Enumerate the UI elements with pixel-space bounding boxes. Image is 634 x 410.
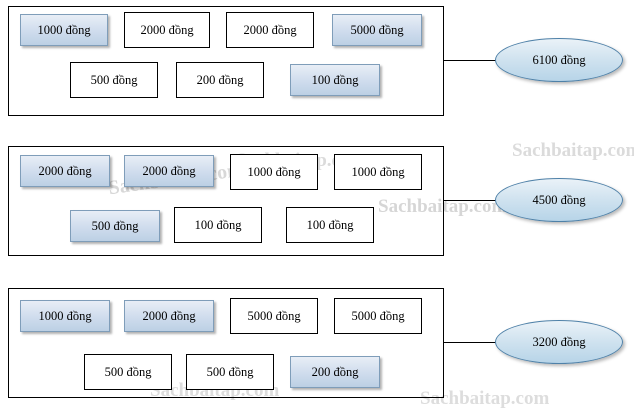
banknote-card: 2000 đồng <box>124 300 214 332</box>
watermark-text: Sachbaitap.com <box>512 140 634 161</box>
banknote-card: 1000 đồng <box>20 14 108 46</box>
money-group-box <box>8 288 444 398</box>
banknote-card: 200 đồng <box>290 356 380 388</box>
banknote-card: 5000 đồng <box>332 14 422 46</box>
banknote-card: 100 đồng <box>290 64 380 96</box>
total-amount-ellipse: 6100 đồng <box>495 38 623 82</box>
banknote-card: 1000 đồng <box>334 154 422 190</box>
banknote-card: 100 đồng <box>174 207 262 243</box>
connector-line <box>444 60 496 61</box>
money-group-box <box>8 146 444 256</box>
banknote-card: 200 đồng <box>176 62 264 98</box>
banknote-card: 2000 đồng <box>226 12 314 48</box>
banknote-card: 1000 đồng <box>20 300 110 332</box>
banknote-card: 500 đồng <box>70 210 160 242</box>
banknote-card: 500 đồng <box>84 354 172 390</box>
banknote-card: 500 đồng <box>70 62 158 98</box>
money-group-box <box>8 6 444 116</box>
banknote-card: 500 đồng <box>186 354 274 390</box>
connector-line <box>444 342 496 343</box>
connector-line <box>444 200 496 201</box>
banknote-card: 2000 đồng <box>124 12 210 48</box>
total-amount-ellipse: 4500 đồng <box>495 178 623 222</box>
total-amount-ellipse: 3200 đồng <box>495 320 623 364</box>
banknote-card: 1000 đồng <box>230 154 318 190</box>
banknote-card: 5000 đồng <box>230 298 318 334</box>
banknote-card: 2000 đồng <box>124 155 214 187</box>
banknote-card: 100 đồng <box>286 207 374 243</box>
banknote-card: 2000 đồng <box>20 155 110 187</box>
banknote-card: 5000 đồng <box>334 298 422 334</box>
